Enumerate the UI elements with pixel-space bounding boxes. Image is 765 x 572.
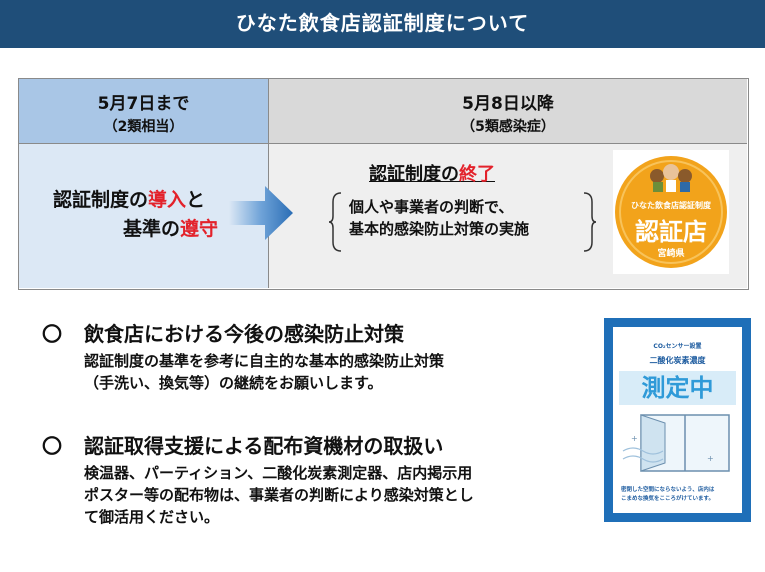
- after-line2: 基本的感染防止対策の実施: [349, 220, 530, 238]
- section-2-line-1: 検温器、パーティション、二酸化炭素測定器、店内掲示用: [84, 464, 473, 482]
- header-before: 5月7日まで （2類相当）: [19, 79, 269, 144]
- badge-top-text: ひなた飲食店認証制度: [631, 201, 711, 210]
- after-subheading: （5類感染症）: [461, 119, 555, 135]
- poster-footer-2: こまめな換気をこころがけています。: [621, 496, 714, 502]
- page-header: ひなた飲食店認証制度について: [0, 0, 765, 48]
- badge-main-text: 認証店: [635, 218, 707, 246]
- section-1-line-2: （手洗い、換気等）の継続をお願いします。: [84, 374, 383, 392]
- before-text: 認証制度の導入と 基準の遵守: [53, 186, 218, 244]
- section-1-title: 飲食店における今後の感染防止対策: [84, 322, 404, 346]
- end-title-red: 終了: [459, 164, 495, 185]
- poster-inner: CO₂センサー設置 二酸化炭素濃度 測定中 + + 密閉した空間にならないよう、…: [613, 327, 742, 513]
- poster-band: [619, 371, 736, 405]
- poster-small-title: CO₂センサー設置: [653, 343, 702, 350]
- section-1-line-1: 認証制度の基準を参考に自主的な基本的感染防止対策: [84, 352, 445, 370]
- before-line2-prefix: 基準の: [123, 218, 181, 240]
- window-icon: + +: [622, 414, 730, 472]
- right-arrow-icon: [229, 186, 293, 240]
- before-line2-red: 遵守: [180, 218, 219, 240]
- before-heading: 5月7日まで: [97, 94, 190, 114]
- poster-big-text: 測定中: [641, 374, 714, 402]
- co2-poster: CO₂センサー設置 二酸化炭素濃度 測定中 + + 密閉した空間にならないよう、…: [604, 318, 751, 522]
- section-2-line-3: て御活用ください。: [84, 508, 220, 526]
- left-bracket-icon: [329, 192, 342, 252]
- after-line1: 個人や事業者の判断で、: [349, 198, 514, 216]
- end-title: 認証制度の終了: [369, 160, 495, 186]
- poster-footer-1: 密閉した空間にならないよう、店内は: [621, 487, 715, 493]
- before-line1-prefix: 認証制度の: [53, 189, 149, 211]
- section-2-marker: 〇: [42, 434, 62, 458]
- section-2-title: 認証取得支援による配布資機材の取扱い: [84, 434, 444, 458]
- section-2-body: 検温器、パーティション、二酸化炭素測定器、店内掲示用 ポスター等の配布物は、事業…: [84, 462, 474, 528]
- section-1-marker: 〇: [42, 322, 62, 346]
- before-line1-suffix: と: [186, 189, 206, 211]
- before-line1-red: 導入: [148, 189, 187, 211]
- right-bracket-icon: [583, 192, 596, 252]
- svg-text:+: +: [631, 434, 638, 443]
- section-1-body: 認証制度の基準を参考に自主的な基本的感染防止対策 （手洗い、換気等）の継続をお願…: [84, 350, 444, 394]
- after-heading: 5月8日以降: [462, 94, 554, 114]
- header-after: 5月8日以降 （5類感染症）: [269, 79, 747, 144]
- after-measures: 個人や事業者の判断で、 基本的感染防止対策の実施: [329, 192, 596, 252]
- page-title: ひなた飲食店認証制度について: [235, 11, 530, 35]
- section-2-line-2: ポスター等の配布物は、事業者の判断により感染対策とし: [84, 486, 474, 504]
- end-title-prefix: 認証制度の: [369, 164, 459, 185]
- before-body: 認証制度の導入と 基準の遵守: [19, 144, 269, 288]
- before-subheading: （2類相当）: [103, 119, 184, 135]
- certified-store-badge: ひなた飲食店認証制度 認証店 宮崎県: [613, 150, 729, 274]
- badge-bottom-text: 宮崎県: [657, 249, 685, 259]
- poster-subtitle: 二酸化炭素濃度: [649, 356, 706, 365]
- badge-graphic: [615, 156, 727, 268]
- svg-text:+: +: [707, 454, 714, 463]
